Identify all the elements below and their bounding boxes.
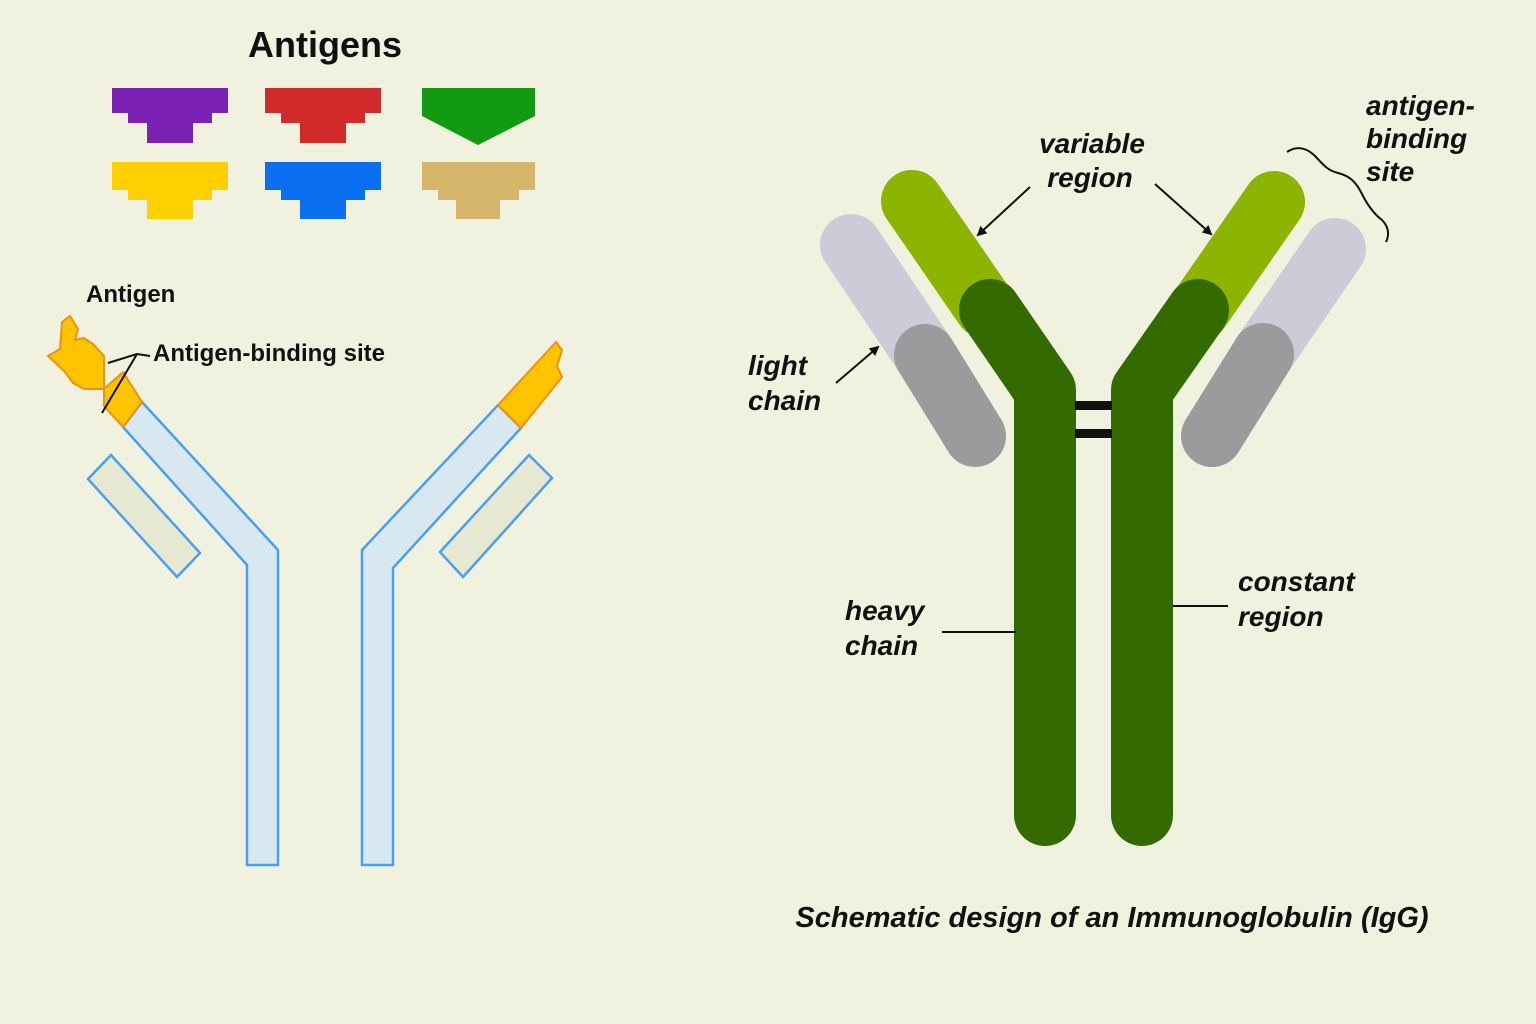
antigen-shape-green bbox=[422, 88, 535, 145]
antigen-shape-tan bbox=[422, 162, 535, 219]
bound-antigen bbox=[46, 314, 105, 390]
igg-antibody bbox=[820, 170, 1366, 846]
schematic-binding-site-right bbox=[496, 340, 564, 430]
antigen-shape-red bbox=[265, 88, 381, 143]
disulfide-bonds bbox=[1075, 401, 1112, 438]
antigens-title: Antigens bbox=[248, 24, 402, 65]
antigen-binding-site-label-line2: binding bbox=[1366, 123, 1467, 154]
antigen-binding-site-label-line3: site bbox=[1366, 156, 1414, 187]
light-chain-label-line1: light bbox=[748, 350, 809, 381]
antigen-binding-site-label: Antigen-binding site bbox=[153, 340, 385, 367]
variable-region-label-line1: variable bbox=[1039, 128, 1145, 159]
constant-region-label-line2: region bbox=[1238, 601, 1324, 632]
antigen-shape-purple bbox=[112, 88, 228, 143]
antigen-shapes bbox=[112, 88, 535, 219]
heavy-chain-right bbox=[1111, 279, 1229, 846]
schematic-light-chain-right bbox=[438, 453, 554, 579]
heavy-chain-label-line1: heavy bbox=[845, 595, 926, 626]
antigen-binding-site-label-line1: antigen- bbox=[1366, 90, 1475, 121]
antigen-binding-site-brace bbox=[1286, 147, 1390, 243]
light-chain-constant-right bbox=[1181, 323, 1294, 467]
heavy-chain-label-line2: chain bbox=[845, 630, 918, 661]
constant-region-label-line1: constant bbox=[1238, 566, 1356, 597]
variable-region-arrow-left bbox=[976, 186, 1031, 237]
schematic-light-chain-left bbox=[86, 453, 202, 579]
schematic-heavy-chain-left bbox=[121, 400, 280, 867]
antigen-shape-yellow bbox=[112, 162, 228, 219]
light-chain-constant-left bbox=[894, 324, 1006, 467]
schematic-binding-site-left bbox=[103, 370, 144, 429]
antigen-label: Antigen bbox=[86, 281, 175, 308]
diagram-caption: Schematic design of an Immunoglobulin (I… bbox=[795, 902, 1428, 934]
heavy-chain-left bbox=[959, 279, 1076, 846]
variable-region-label-line2: region bbox=[1047, 162, 1133, 193]
binding-site-pointer bbox=[101, 352, 151, 414]
antigen-shape-blue bbox=[265, 162, 381, 219]
schematic-heavy-chain-right bbox=[360, 403, 523, 867]
light-chain-arrow bbox=[835, 345, 880, 384]
variable-region-arrow-right bbox=[1154, 183, 1213, 236]
light-chain-label-line2: chain bbox=[748, 385, 821, 416]
